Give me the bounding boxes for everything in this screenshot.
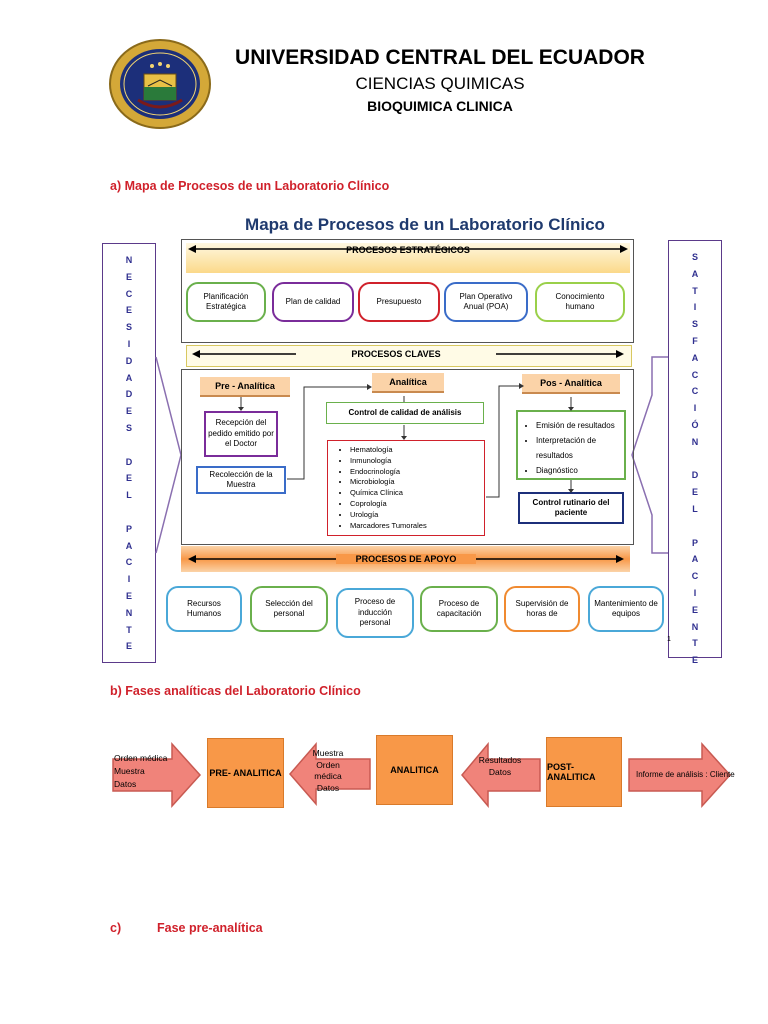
pos-item: Interpretación de resultados [536,433,620,463]
back-arrow-2-icon [461,742,541,808]
pre-item: Recepción del pedido emitido por el Doct… [204,411,278,457]
section-c-letter: c) [110,921,122,935]
analitica-header: Analítica [372,373,444,393]
quality-control-box: Control de calidad de análisis [326,402,484,424]
strategic-box [181,239,634,343]
back1-line: Datos [316,782,340,793]
analitica-item: Urología [350,510,480,521]
patient-needs-column: N E C E S I D A D E S D E L P A C I E N … [102,243,156,663]
support-item: Proceso de inducción personal [336,588,414,638]
analitica-item: Hematología [350,445,480,456]
back2-line: Resultados [478,755,522,765]
support-item: Mantenimiento de equipos [588,586,664,632]
input-line: Muestra [114,766,145,776]
support-item: Proceso de capacitación [420,586,498,632]
process-map-title: Mapa de Procesos de un Laboratorio Clíni… [245,215,605,234]
support-item: Recursos Humanos [166,586,242,632]
strategic-item: Planificación Estratégica [186,282,266,322]
section-c-heading: Fase pre-analítica [157,921,263,935]
analitica-item: Endocrinología [350,467,480,478]
analitica-item: Microbiología [350,477,480,488]
input-line: Datos [114,779,137,789]
back-arrow-2-label: Resultados Datos [472,755,528,778]
section-a-heading: a) Mapa de Procesos de un Laboratorio Cl… [110,179,390,193]
strategic-item: Plan Operativo Anual (POA) [444,282,528,322]
pre-analitica-header: Pre - Analítica [200,377,290,397]
back-arrow-1-label: Muestra Orden médica Datos [304,748,352,794]
pos-item: Diagnóstico [536,463,620,478]
back1-line: Muestra [312,748,344,758]
back1-line: Orden médica [314,759,342,782]
input-line: Orden médica [114,753,168,763]
patient-satisfaction-column: S A T I S F A C C I Ó N D E L P A C I E … [668,240,722,665]
page-marker: 1 [667,636,671,643]
input-arrow-icon [112,742,202,808]
strategic-double-arrow-icon [188,245,628,253]
strategic-item: Plan de calidad [272,282,354,322]
support-item: Selección del personal [250,586,328,632]
back2-line: Datos [488,766,512,777]
output-arrow-icon [628,742,732,808]
pos-item: Emisión de resultados [536,418,620,433]
analitica-list-box: Hematología Inmunología Endocrinología M… [327,440,485,536]
output-arrow-label: Informe de análisis : Cliente [636,770,735,779]
pos-control-box: Control rutinario del paciente [518,492,624,524]
faculty-title: CIENCIAS QUIMICAS [355,74,525,93]
key-processes-label: PROCESOS CLAVES [296,349,496,359]
pos-list-box: Emisión de resultados Interpretación de … [516,410,626,480]
university-title: UNIVERSIDAD CENTRAL DEL ECUADOR [235,46,645,69]
strategic-item: Presupuesto [358,282,440,322]
strategic-band [186,243,630,273]
pre-analitica-box: PRE- ANALITICA [207,738,284,808]
back-arrow-1-icon [289,742,371,806]
flow-connectors [238,383,574,498]
section-b-heading: b) Fases analíticas del Laboratorio Clín… [110,684,361,698]
post-analitica-box: POST- ANALITICA [546,737,622,807]
university-seal [108,38,212,130]
analitica-item: Inmunología [350,456,480,467]
analitica-box: ANALITICA [376,735,453,805]
subject-title: BIOQUIMICA CLINICA [367,98,513,114]
strategic-item: Conocimiento humano [535,282,625,322]
support-item: Supervisión de horas de [504,586,580,632]
analitica-item: Química Clínica [350,488,480,499]
pre-item: Recolección de la Muestra [196,466,286,494]
pos-analitica-header: Pos - Analítica [522,374,620,394]
strategic-label: PROCESOS ESTRATÉGICOS [346,245,470,255]
right-arrow-icon [631,356,668,554]
analitica-item: Marcadores Tumorales [350,521,480,532]
support-label: PROCESOS DE APOYO [336,554,476,564]
analitica-item: Coprología [350,499,480,510]
key-processes-box [181,369,634,545]
input-arrow-label: Orden médica Muestra Datos [114,752,167,791]
